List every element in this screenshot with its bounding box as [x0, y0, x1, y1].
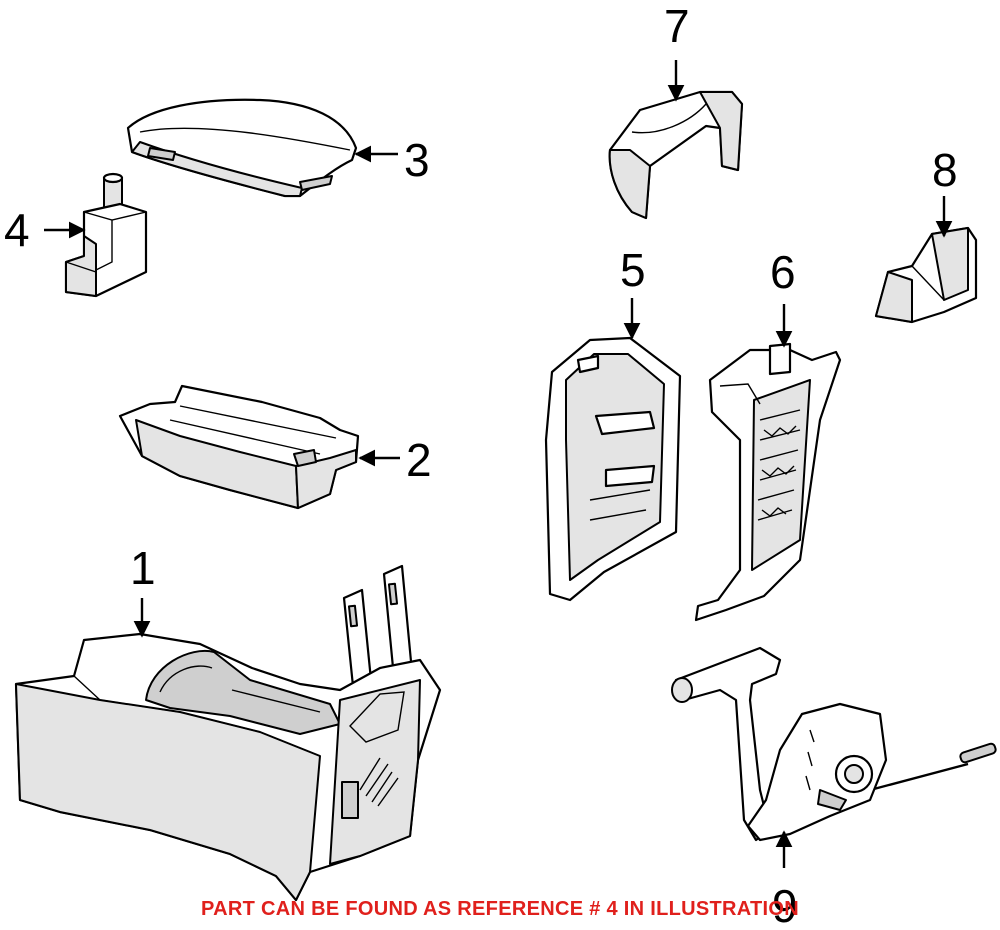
- callout-6: 6: [770, 246, 796, 298]
- part-8-clip[interactable]: [874, 226, 978, 324]
- part-5-trim-panel[interactable]: [544, 336, 682, 602]
- part-2-storage-tray[interactable]: [118, 384, 360, 510]
- callout-7: 7: [664, 0, 690, 52]
- part-9-shifter-assembly[interactable]: [671, 646, 997, 842]
- callout-8: 8: [932, 144, 958, 196]
- callout-1: 1: [130, 542, 156, 594]
- callout-3: 3: [404, 134, 430, 186]
- callout-2: 2: [406, 434, 432, 486]
- part-6-shifter-bracket[interactable]: [694, 342, 842, 622]
- part-4-bracket[interactable]: [64, 172, 148, 298]
- part-3-armrest-lid[interactable]: [126, 98, 358, 198]
- callout-9: 9: [772, 880, 798, 930]
- callout-4: 4: [4, 204, 30, 256]
- callout-arrows: [44, 60, 953, 868]
- reference-caption: PART CAN BE FOUND AS REFERENCE # 4 IN IL…: [201, 898, 799, 920]
- callout-numbers: 1 2 3 4 5 6 7 8 9: [4, 0, 958, 930]
- part-7-top-cover[interactable]: [608, 90, 744, 220]
- part-1-center-console[interactable]: [14, 564, 442, 902]
- callout-5: 5: [620, 244, 646, 296]
